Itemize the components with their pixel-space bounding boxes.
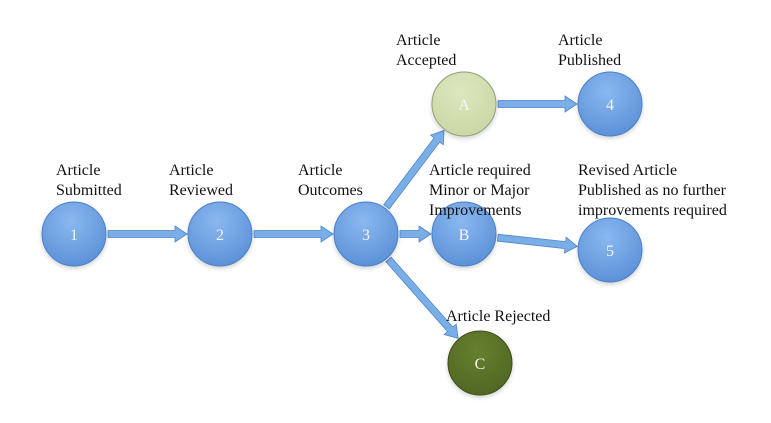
node-circle-2 [187,201,253,267]
node-b: B [431,201,497,267]
node-circle-b [431,201,497,267]
node-text-a: A [458,97,470,114]
node-c: C [447,330,513,396]
node-label-b: Article required Minor or Major Improvem… [429,162,531,219]
node-3: 3 [333,201,399,267]
node-label-4: Article Published [558,32,622,69]
node-circle-1 [41,201,107,267]
node-circle-5 [577,217,643,283]
node-2: 2 [187,201,253,267]
arrow-1-to-2 [107,225,188,243]
node-text-c: C [475,356,486,373]
arrow-3-to-c [385,256,459,339]
node-1: 1 [41,201,107,267]
node-label-5: Revised Article Published as no further … [578,162,727,219]
node-5: 5 [577,217,643,283]
node-circle-4 [577,71,643,137]
node-text-1: 1 [70,227,78,244]
arrow-3-to-b [399,225,432,243]
node-label-3: Article Outcomes [298,162,363,199]
node-circle-3 [333,201,399,267]
node-text-3: 3 [362,227,370,244]
arrow-b-to-5 [496,233,578,254]
node-4: 4 [577,71,643,137]
node-label-c: Article Rejected [446,308,551,325]
node-text-5: 5 [606,243,614,260]
node-label-1: Article Submitted [56,162,122,199]
node-circle-c [447,330,513,396]
node-circle-a [431,71,497,137]
node-text-2: 2 [216,227,224,244]
node-label-a: Article Accepted [396,32,457,69]
node-text-4: 4 [606,97,614,114]
arrow-2-to-3 [253,225,334,243]
node-label-2: Article Reviewed [169,162,233,199]
arrow-a-to-4 [497,95,578,113]
node-a: A [431,71,497,137]
node-text-b: B [459,227,470,244]
arrow-3-to-a [383,129,445,210]
